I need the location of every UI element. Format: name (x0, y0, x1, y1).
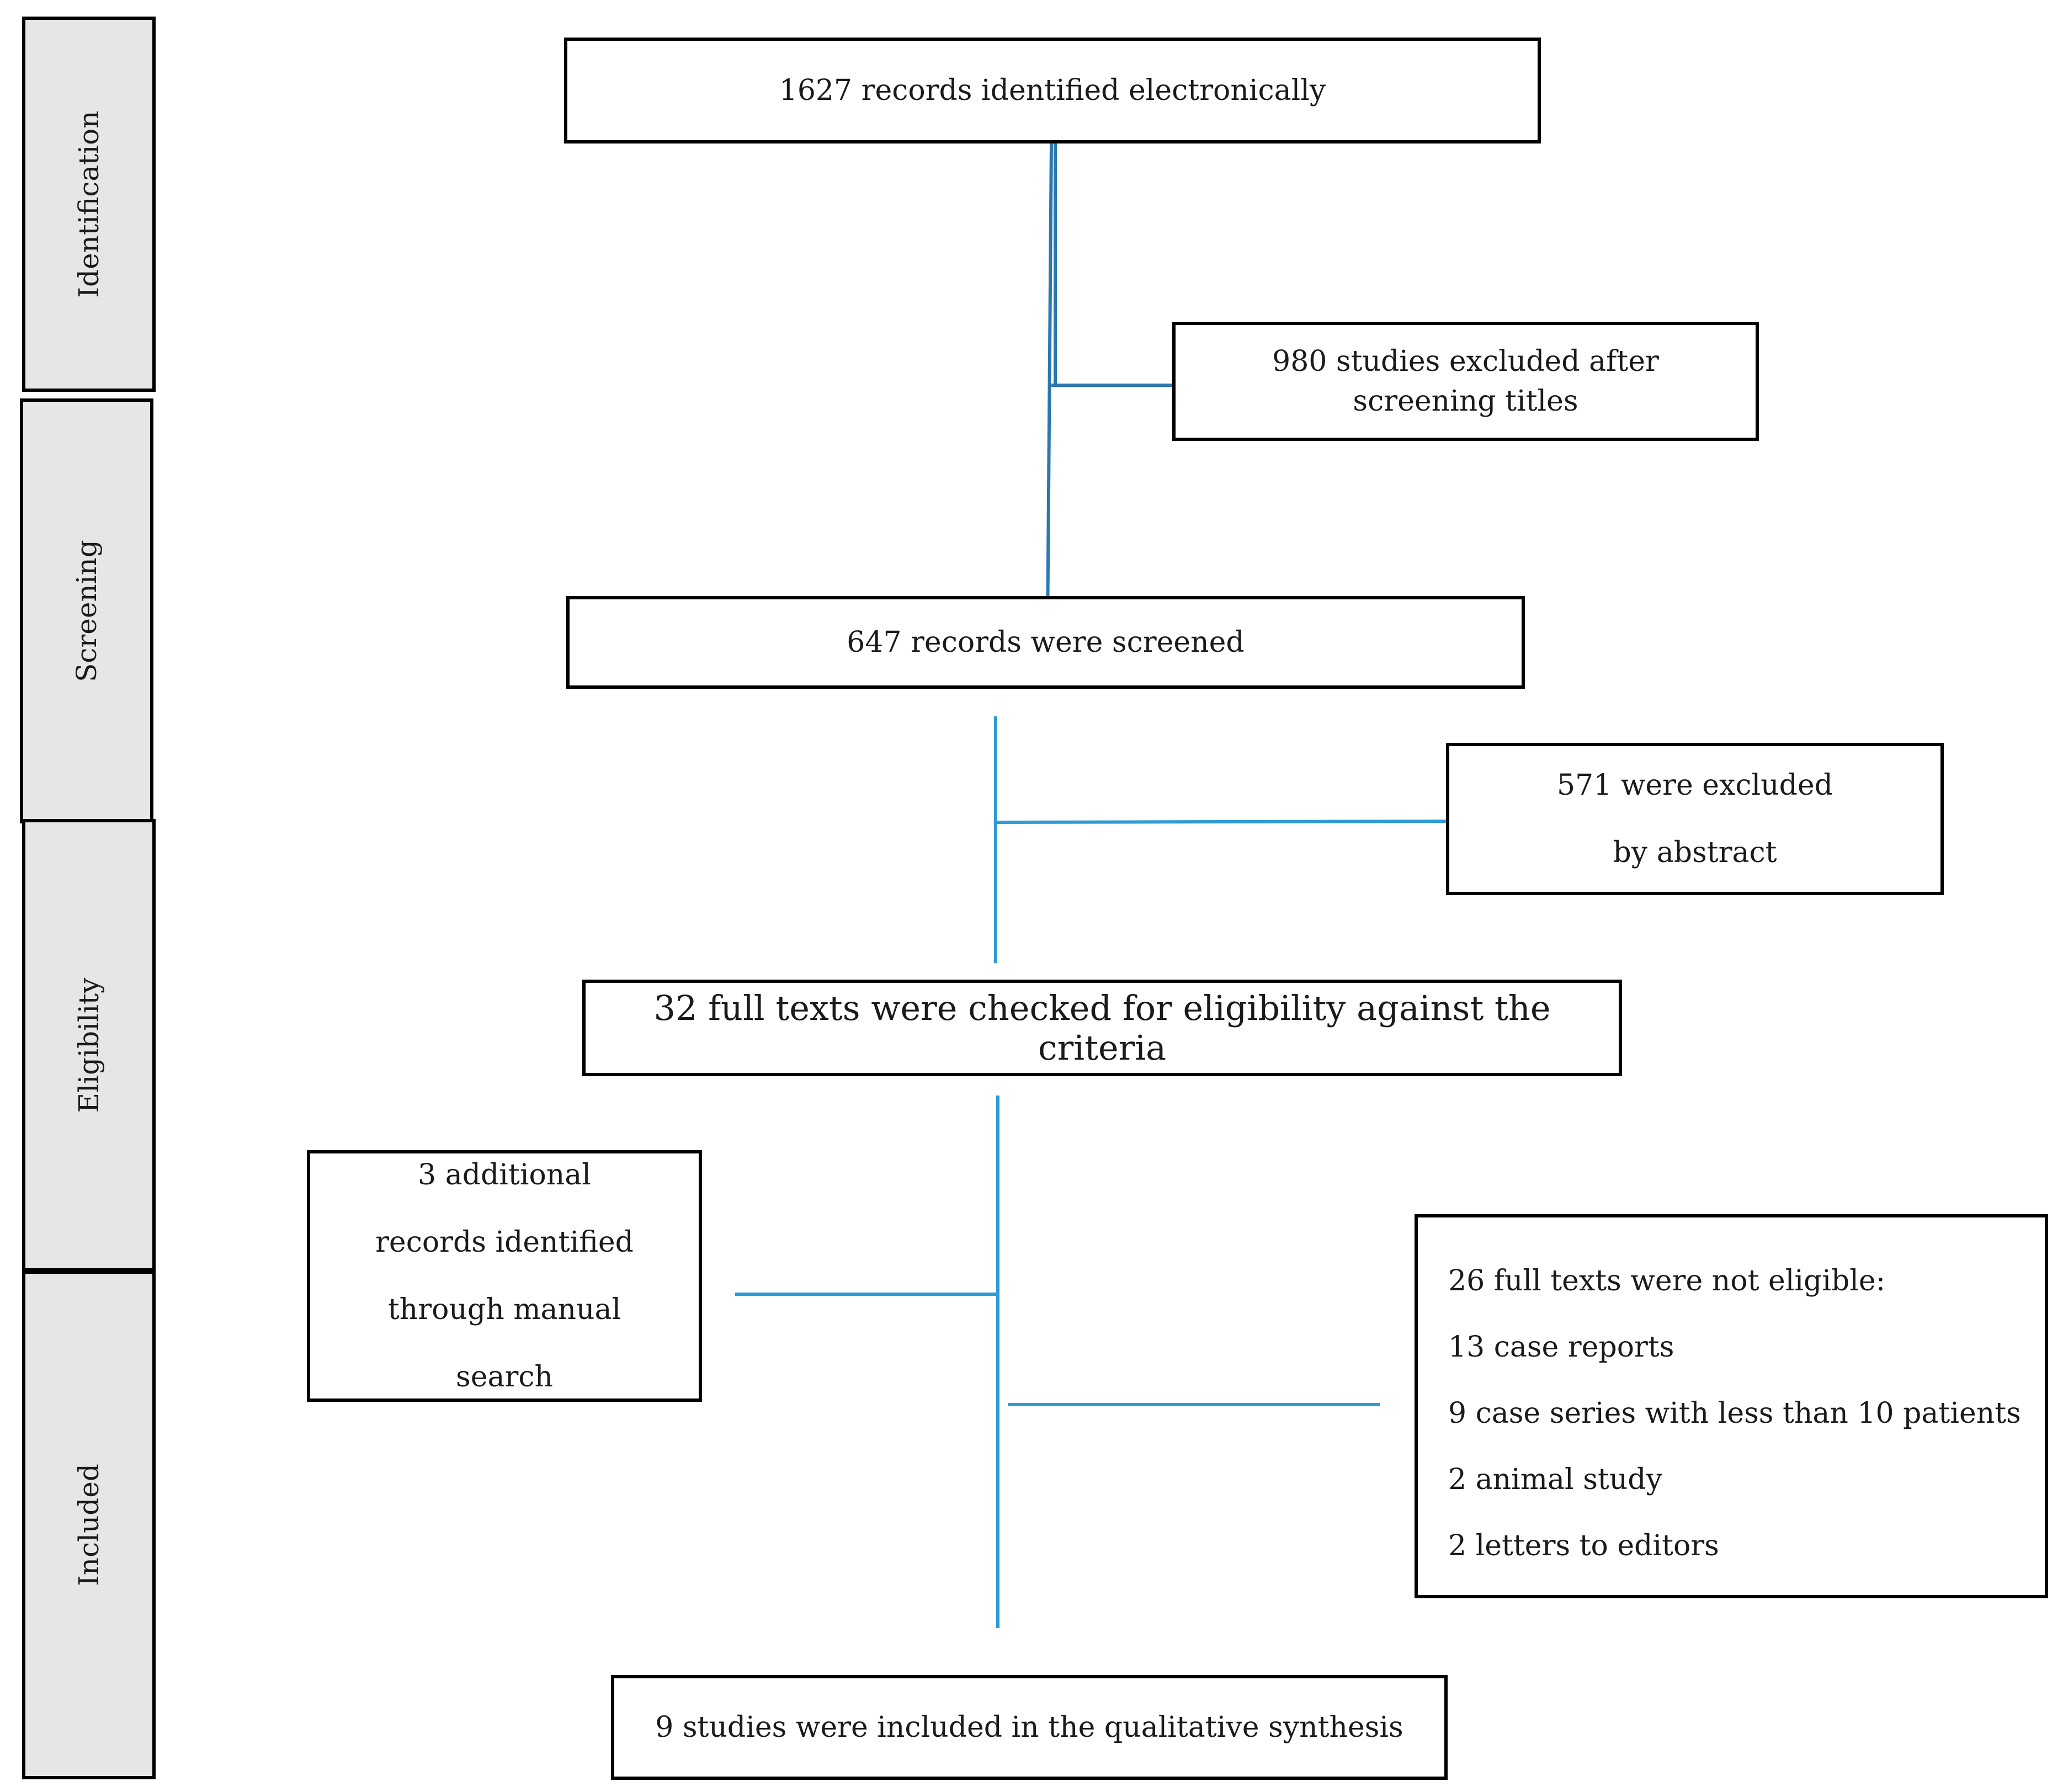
not-eligible-item: 13 case reports (1448, 1331, 1674, 1364)
phase-eligibility: Eligibility (22, 819, 156, 1272)
identified-records-text: 1627 records identified electronically (779, 74, 1326, 107)
manual-search-text: 3 additional records identified through … (375, 1158, 634, 1394)
phase-included: Included (22, 1270, 156, 1779)
not-eligible-item: 2 animal study (1448, 1463, 1662, 1496)
identified-records-box: 1627 records identified electronically (564, 38, 1541, 143)
not-eligible-item: 2 letters to editors (1448, 1529, 1719, 1562)
included-studies-box: 9 studies were included in the qualitati… (611, 1675, 1448, 1780)
screened-records-text: 647 records were screened (847, 626, 1245, 659)
full-texts-box: 32 full texts were checked for eligibili… (582, 980, 1622, 1076)
excluded-abstract-text: 571 were excluded by abstract (1557, 769, 1833, 869)
screened-records-box: 647 records were screened (566, 596, 1525, 689)
full-texts-text: 32 full texts were checked for eligibili… (653, 987, 1551, 1068)
manual-search-box: 3 additional records identified through … (307, 1150, 702, 1402)
not-eligible-item: 9 case series with less than 10 patients (1448, 1397, 2021, 1430)
excluded-titles-text: 980 studies excluded after screening tit… (1272, 345, 1659, 418)
excluded-abstract-box: 571 were excluded by abstract (1446, 743, 1944, 895)
not-eligible-box: 26 full texts were not eligible: 13 case… (1415, 1214, 2048, 1598)
included-studies-text: 9 studies were included in the qualitati… (655, 1711, 1403, 1744)
connector-to-excluded-abstract (995, 820, 1448, 824)
excluded-titles-box: 980 studies excluded after screening tit… (1172, 322, 1759, 441)
connector-identified-to-screened (1046, 142, 1053, 634)
phase-screening: Screening (20, 398, 153, 823)
not-eligible-list: 26 full texts were not eligible: 13 case… (1448, 1248, 2021, 1579)
not-eligible-heading: 26 full texts were not eligible: (1448, 1264, 1886, 1298)
phase-identification: Identification (22, 17, 156, 392)
